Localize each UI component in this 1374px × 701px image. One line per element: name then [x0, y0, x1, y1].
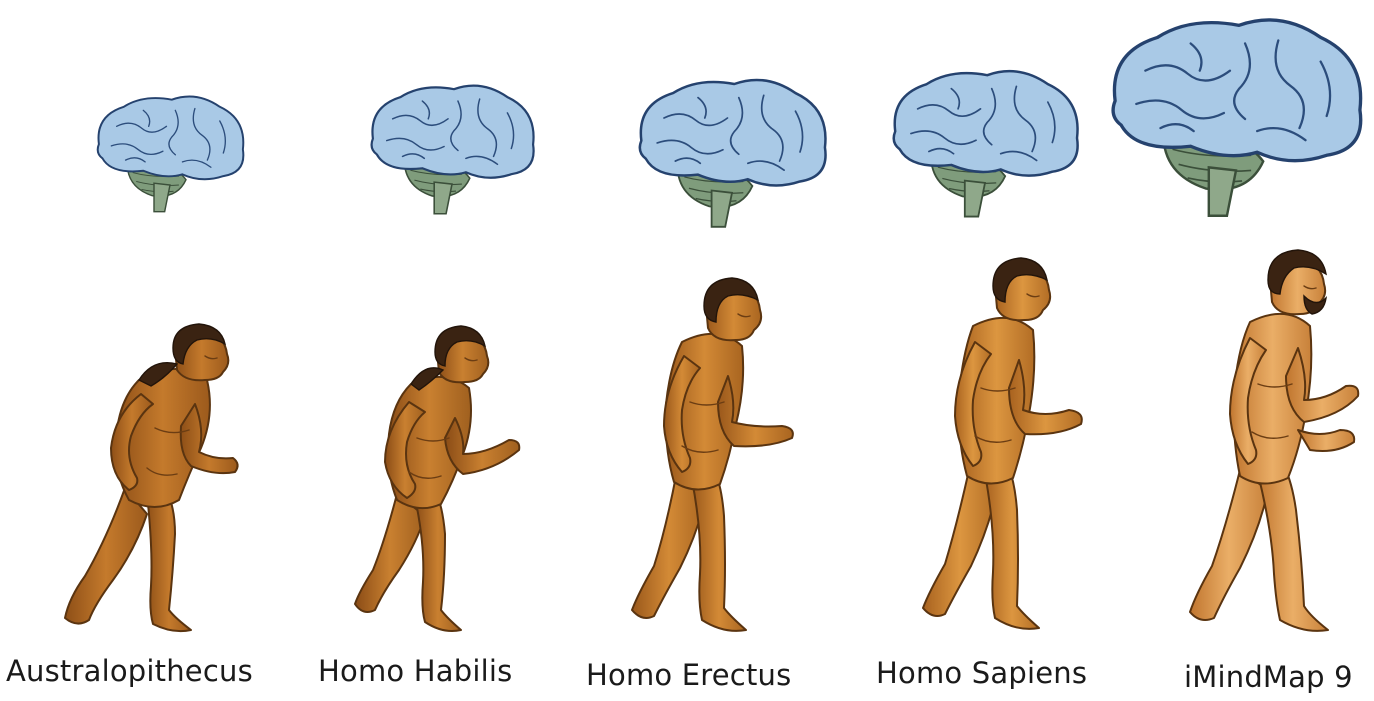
stage-label-homo-sapiens: Homo Sapiens	[876, 656, 1087, 690]
stage-label-australopithecus: Australopithecus	[6, 654, 253, 688]
brain-icon	[1100, 6, 1372, 226]
hominid-figure	[915, 256, 1095, 646]
stage-label-homo-erectus: Homo Erectus	[586, 658, 791, 692]
brain-icon	[630, 72, 834, 232]
hominid-figure	[1180, 250, 1370, 650]
brain-icon	[90, 88, 250, 218]
hominid-figure	[620, 276, 810, 646]
brain-icon	[884, 60, 1086, 225]
hominid-figure	[55, 318, 245, 643]
hominid-figure	[345, 322, 525, 642]
brain-icon	[363, 76, 541, 221]
stage-label-imindmap: iMindMap 9	[1184, 660, 1353, 694]
stage-label-homo-habilis: Homo Habilis	[318, 654, 512, 688]
